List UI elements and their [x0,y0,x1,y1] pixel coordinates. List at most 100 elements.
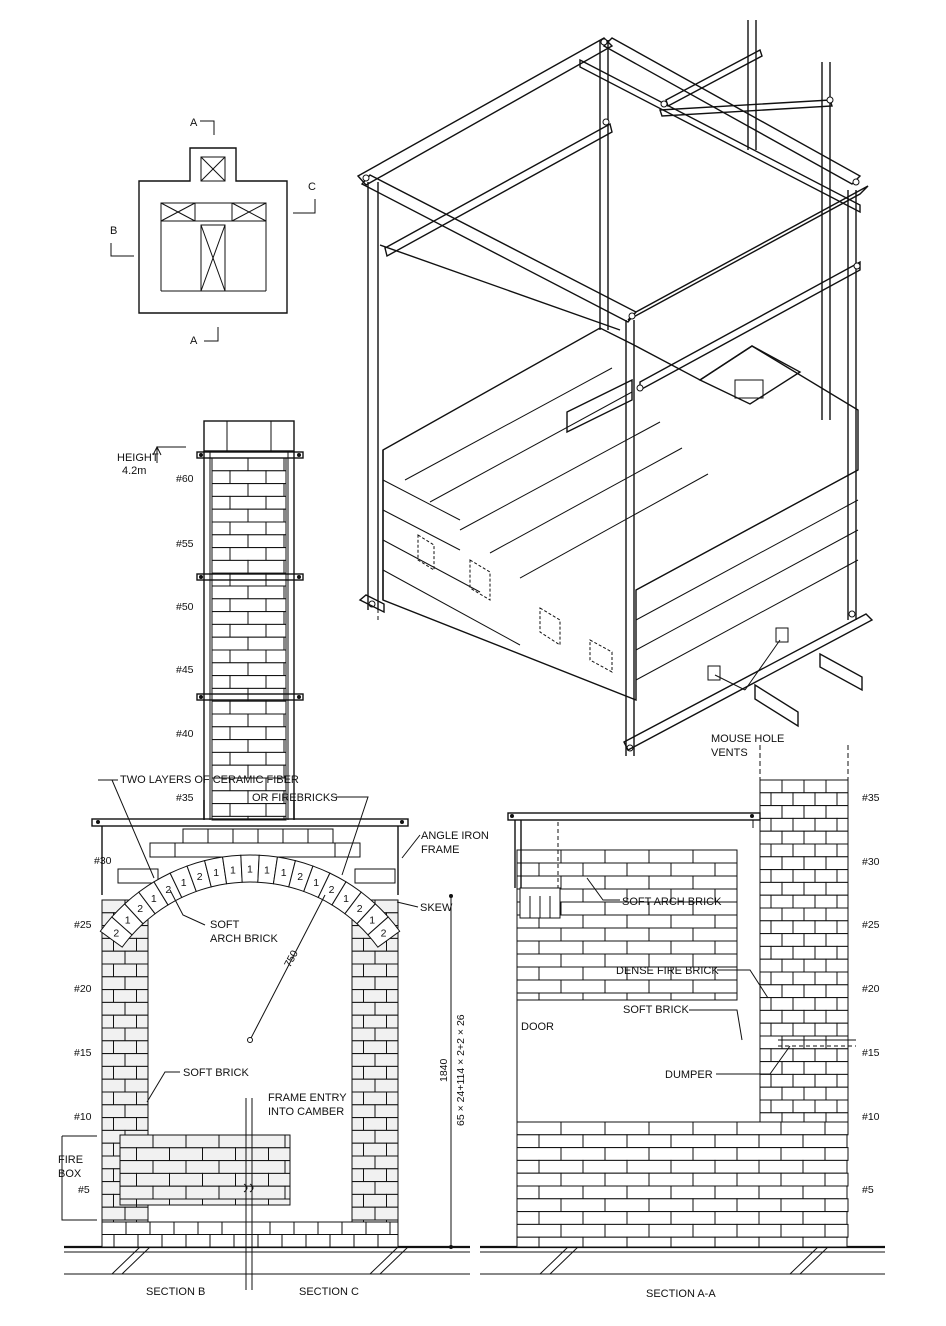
brick [626,1134,672,1149]
brick [604,927,650,942]
brick [229,675,267,689]
arch-brick-number: 1 [343,893,349,905]
brick [221,1221,247,1235]
brick [538,1185,584,1200]
brick [351,1129,376,1144]
brick [247,713,285,728]
brick [824,1121,849,1136]
brick [265,649,287,664]
brick [363,1193,387,1208]
brick [792,792,816,807]
brick [351,963,364,978]
brick [803,779,827,794]
sec-a-course-35: #35 [862,792,880,804]
brick [374,1027,399,1042]
brick [814,971,838,986]
brick [363,1142,387,1157]
brick [293,1221,319,1235]
brick [648,927,694,942]
brick [386,937,399,952]
label-dense-fire-brick: DENSE FIRE BRICK [616,965,719,977]
brick [560,849,606,864]
label-fire-box-2: BOX [58,1168,82,1180]
brick [211,559,249,574]
plan-mark-a-top: A [190,117,198,129]
brick [604,1121,650,1136]
brick [268,1147,291,1162]
brick [229,623,267,638]
brick [802,1134,848,1149]
brick [714,914,738,929]
brick [136,1091,149,1106]
brick [626,1159,672,1174]
brick [516,1211,540,1225]
brick [781,907,805,922]
brick [759,830,783,845]
brick [516,1185,540,1200]
brick [770,971,794,986]
brick [152,1160,187,1174]
brick [247,457,285,472]
brick [136,1198,170,1206]
brick [113,989,137,1003]
arch-brick-number: 2 [197,871,203,883]
brick [824,1198,849,1213]
brick [670,1185,716,1200]
brick [202,1198,236,1206]
brick [780,1198,826,1213]
brick [265,623,287,638]
brick [670,1134,716,1149]
brick [714,1159,760,1174]
brick [516,966,540,981]
arch-brick-number: 1 [181,877,187,889]
arch-brick-number: 2 [381,927,387,939]
brick [516,940,540,955]
brick [736,1223,782,1238]
label-frame-entry-1: FRAME ENTRY [268,1092,347,1104]
brick [389,1221,399,1235]
brick [670,1236,716,1248]
brick [386,1168,399,1183]
brick [363,1168,387,1183]
brick [560,953,606,968]
brick [759,945,772,960]
brick [792,945,816,960]
brick [211,803,231,817]
brick [582,914,628,929]
sec-a-course-30: #30 [862,856,880,868]
brick [377,1234,399,1248]
brick [792,997,816,1011]
brick [792,817,816,832]
caption-section-c: SECTION C [299,1286,359,1298]
brick [251,1134,286,1149]
brick [516,1198,562,1213]
brick [351,976,376,991]
brick [229,700,267,715]
brick [247,611,285,625]
brick [814,843,838,858]
brick [229,521,267,536]
brick [836,997,849,1011]
brick [268,1172,291,1187]
brick [101,1193,114,1208]
brick [770,920,794,935]
brick [211,508,249,523]
brick [386,989,399,1003]
brick [211,483,249,497]
brick [113,1014,137,1029]
label-mouse-hole-2: VENTS [711,747,748,759]
brick [824,1172,849,1187]
brick [185,1134,220,1149]
brick [341,1221,367,1235]
brick [780,1223,826,1238]
brick [136,937,149,952]
arch-brick-number: 2 [165,884,171,896]
brick [265,675,287,689]
brick [825,1086,849,1101]
brick [124,976,149,991]
brick [265,700,287,715]
brick [211,700,231,715]
brick [283,815,287,821]
sec-a-course-25: #25 [862,919,880,931]
